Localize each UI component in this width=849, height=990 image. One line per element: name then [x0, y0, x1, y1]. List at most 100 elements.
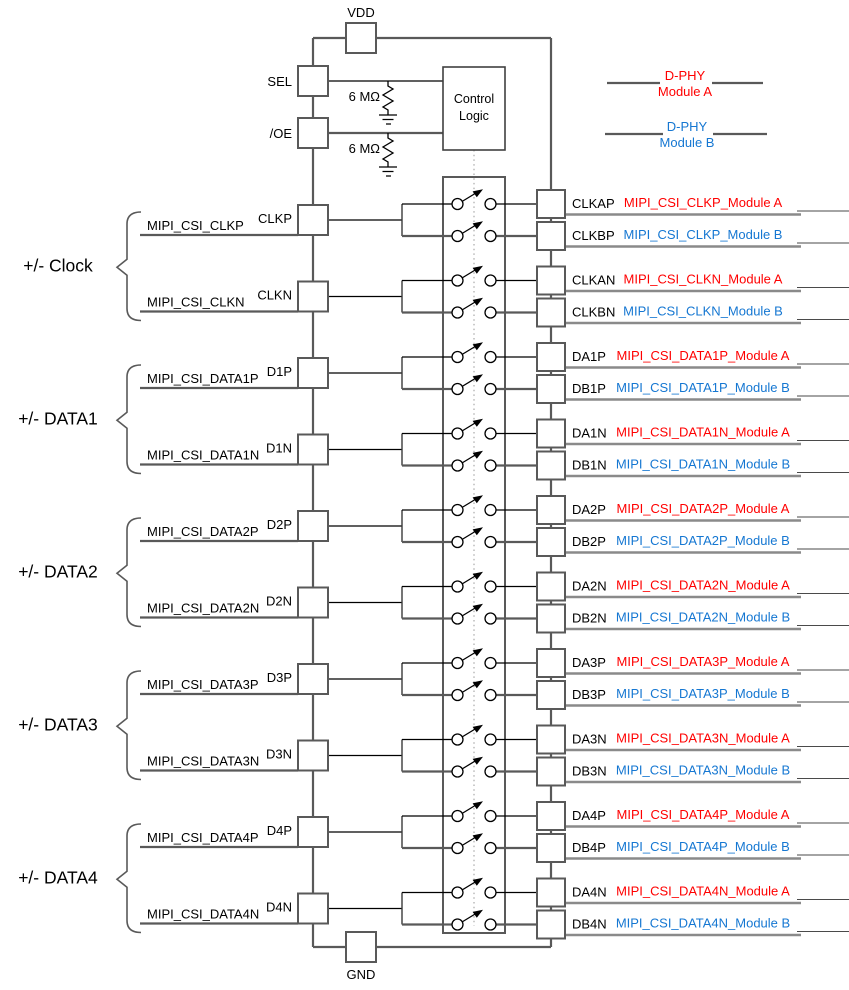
- switch-throw: [461, 574, 477, 585]
- switch-pole-circle: [451, 382, 464, 396]
- output-net-label: MIPI_CSI_CLKP_Module A: [624, 195, 783, 210]
- output-pin-label: DA4N: [572, 885, 607, 900]
- switch-pole-circle: [451, 612, 464, 625]
- switch-output-circle: [484, 918, 497, 931]
- output-pin-box: [536, 724, 566, 755]
- switch-pole-circle: [451, 459, 464, 472]
- switch-pole-circle: [451, 656, 464, 670]
- output-pin-label: DB3P: [572, 687, 606, 702]
- switch-throw: [461, 268, 477, 279]
- output-pin-label: DB4P: [572, 840, 606, 855]
- output-pin-box: [536, 603, 566, 634]
- output-pin-box: [536, 648, 566, 678]
- switch-throw: [461, 345, 477, 356]
- output-pin-label: DA1P: [572, 349, 606, 364]
- output-pin-label: DA3N: [572, 732, 607, 747]
- legend-module-b-title: D-PHY: [667, 119, 708, 134]
- switch-arrowhead-icon: [472, 450, 483, 459]
- legend-module-b-subtitle: Module B: [660, 135, 715, 150]
- switch-pole-circle: [451, 350, 464, 364]
- input-pin-label: D1N: [266, 441, 292, 456]
- group-label: +/- DATA3: [18, 714, 98, 734]
- switch-throw: [461, 759, 477, 770]
- switch-arrowhead-icon: [472, 418, 483, 427]
- switch-arrowhead-icon: [472, 374, 483, 383]
- switch-throw: [461, 683, 477, 694]
- switch-pole-circle: [451, 733, 464, 746]
- output-pin-label: CLKAN: [572, 273, 615, 288]
- switch-throw: [461, 530, 477, 541]
- output-net-label: MIPI_CSI_DATA1P_Module B: [616, 380, 790, 395]
- switch-pole-circle: [451, 688, 464, 702]
- switch-pole-circle: [451, 886, 464, 899]
- gnd-label: GND: [347, 967, 376, 982]
- output-pin-box: [536, 833, 566, 863]
- output-pin-box: [536, 189, 566, 219]
- oe-label: /OE: [270, 126, 293, 141]
- control-logic-label-line1: Control: [454, 92, 494, 106]
- output-net-label: MIPI_CSI_CLKN_Module A: [624, 272, 783, 287]
- input-pin-box: [297, 510, 329, 542]
- output-pin-box: [536, 877, 566, 908]
- output-pin-label: CLKBN: [572, 305, 615, 320]
- input-pin-label: D1P: [267, 364, 292, 379]
- switch-output-circle: [484, 656, 497, 670]
- output-net-label: MIPI_CSI_DATA2N_Module B: [616, 610, 790, 625]
- input-pin-label: D2N: [266, 594, 292, 609]
- switch-throw: [461, 453, 477, 464]
- switch-pole-circle: [451, 274, 464, 287]
- output-pin-label: DB4N: [572, 917, 607, 932]
- output-pin-box: [536, 756, 566, 787]
- switch-output-circle: [484, 229, 497, 243]
- input-pin-box: [297, 433, 329, 466]
- input-pin-box: [297, 357, 329, 389]
- switch-arrowhead-icon: [472, 527, 483, 536]
- output-pin-box: [536, 418, 566, 449]
- output-net-label: MIPI_CSI_DATA1N_Module A: [616, 425, 790, 440]
- output-net-label: MIPI_CSI_DATA3P_Module B: [616, 686, 790, 701]
- switch-pole-circle: [451, 580, 464, 593]
- output-pin-label: DA1N: [572, 426, 607, 441]
- output-net-label: MIPI_CSI_DATA1N_Module B: [616, 457, 790, 472]
- output-net-label: MIPI_CSI_DATA4N_Module B: [616, 916, 790, 931]
- switch-output-circle: [484, 306, 497, 319]
- output-pin-label: DB2N: [572, 611, 607, 626]
- switch-arrowhead-icon: [472, 265, 483, 274]
- input-net-label: MIPI_CSI_CLKN: [147, 295, 245, 310]
- input-pin-box: [297, 280, 329, 313]
- vdd-label: VDD: [347, 5, 374, 20]
- switch-output-circle: [484, 733, 497, 746]
- input-pin-label: CLKN: [257, 288, 292, 303]
- input-net-label: MIPI_CSI_DATA2P: [147, 524, 259, 539]
- output-net-label: MIPI_CSI_DATA1P_Module A: [617, 348, 790, 363]
- output-net-label: MIPI_CSI_DATA4P_Module A: [617, 807, 790, 822]
- vdd-pin-box: [345, 22, 377, 54]
- group-label: +/- DATA2: [18, 561, 98, 581]
- switch-throw: [461, 498, 477, 509]
- switch-output-circle: [484, 765, 497, 778]
- switch-arrowhead-icon: [472, 342, 483, 351]
- switch-output-circle: [484, 274, 497, 287]
- switch-output-circle: [484, 688, 497, 702]
- input-net-label: MIPI_CSI_CLKP: [147, 218, 244, 233]
- output-pin-box: [536, 680, 566, 710]
- input-net-label: MIPI_CSI_DATA4N: [147, 907, 259, 922]
- switch-arrowhead-icon: [472, 833, 483, 842]
- group-label: +/- DATA1: [18, 408, 98, 428]
- group-brace: [115, 670, 142, 781]
- output-pin-label: DA2N: [572, 579, 607, 594]
- switch-throw: [461, 912, 477, 923]
- group-label: +/- Clock: [23, 255, 93, 275]
- output-pin-box: [536, 450, 566, 481]
- switch-arrowhead-icon: [472, 801, 483, 810]
- output-pin-label: DB1P: [572, 381, 606, 396]
- switch-throw: [461, 224, 477, 235]
- output-pin-label: CLKAP: [572, 196, 615, 211]
- switch-arrowhead-icon: [472, 603, 483, 612]
- resistor-value-label-sel: 6 MΩ: [349, 89, 381, 104]
- output-net-label: MIPI_CSI_DATA3N_Module B: [616, 763, 790, 778]
- switch-pole-circle: [451, 765, 464, 778]
- output-net-label: MIPI_CSI_DATA2P_Module B: [616, 533, 790, 548]
